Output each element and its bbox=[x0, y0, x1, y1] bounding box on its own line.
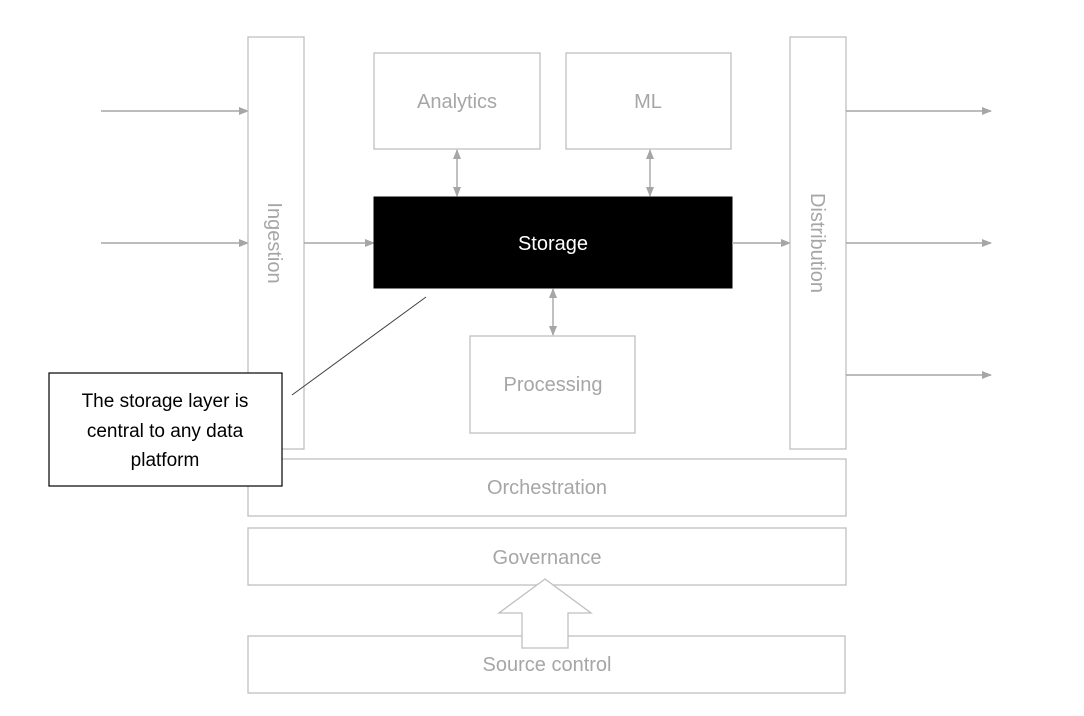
storage-box[interactable]: Storage bbox=[373, 196, 733, 289]
distribution-label: Distribution bbox=[806, 193, 828, 293]
callout-line-3: platform bbox=[131, 450, 200, 471]
governance-label: Governance bbox=[493, 547, 602, 569]
orchestration-layer[interactable]: Orchestration bbox=[247, 458, 847, 517]
source-control-to-governance-arrow bbox=[497, 578, 593, 649]
storage-label: Storage bbox=[518, 233, 588, 255]
source-control-label: Source control bbox=[483, 654, 612, 676]
analytics-label: Analytics bbox=[417, 91, 497, 113]
distribution-layer[interactable]: Distribution bbox=[789, 36, 847, 450]
callout-line-1: The storage layer is bbox=[82, 391, 249, 412]
ml-box[interactable]: ML bbox=[565, 52, 732, 150]
governance-layer[interactable]: Governance bbox=[247, 527, 847, 586]
callout-line-2: central to any data bbox=[87, 421, 244, 442]
ml-label: ML bbox=[634, 91, 662, 113]
processing-label: Processing bbox=[504, 374, 603, 396]
analytics-box[interactable]: Analytics bbox=[373, 52, 541, 150]
callout-leader-line bbox=[291, 296, 427, 396]
ingestion-label: Ingestion bbox=[263, 202, 285, 283]
storage-callout: The storage layer is central to any data… bbox=[48, 372, 283, 487]
orchestration-label: Orchestration bbox=[487, 477, 607, 499]
processing-box[interactable]: Processing bbox=[469, 335, 636, 434]
